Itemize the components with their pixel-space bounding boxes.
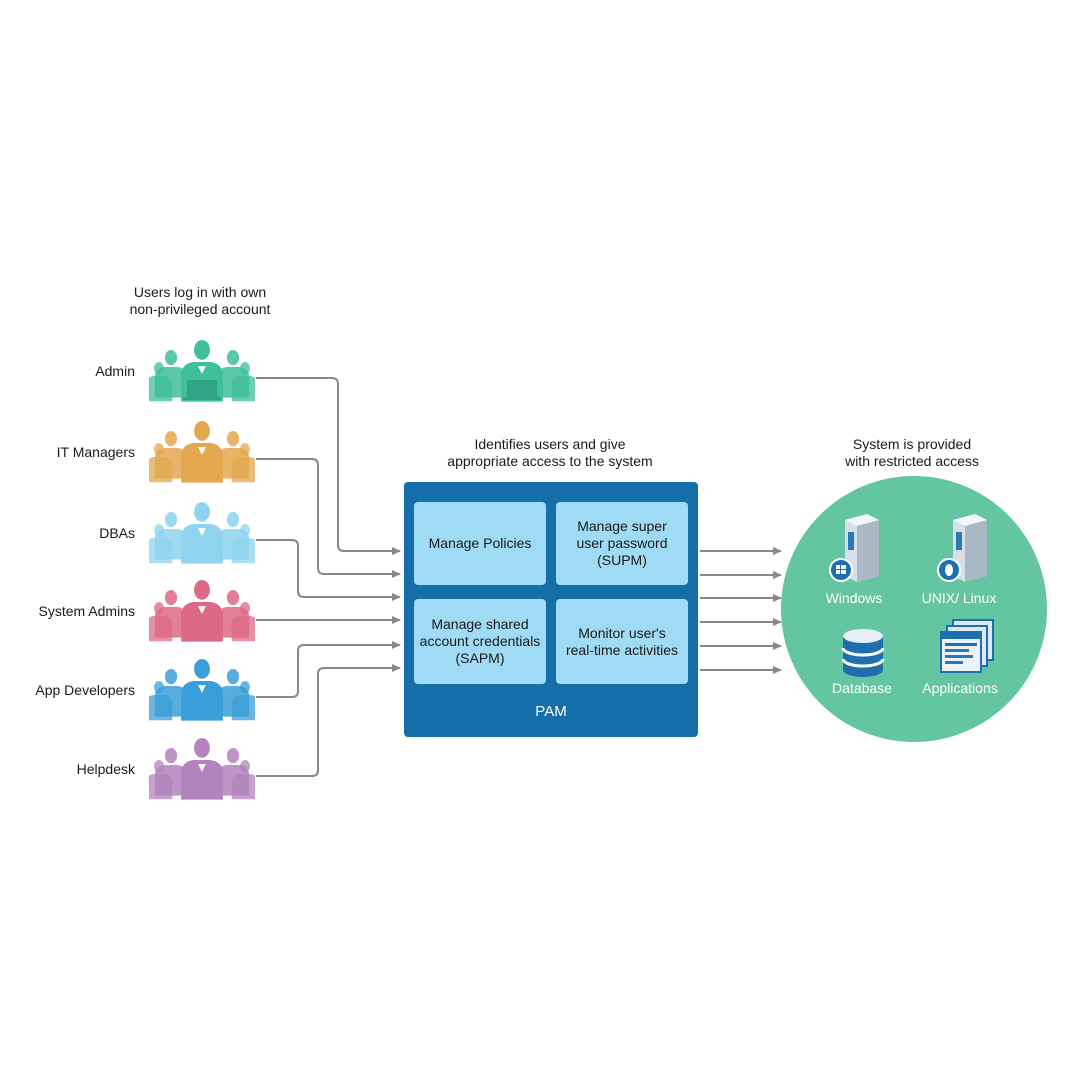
- pam-box: Manage Policies Manage super user passwo…: [404, 482, 698, 737]
- user-group-label: IT Managers: [56, 444, 135, 460]
- connector-line: [256, 458, 401, 578]
- connector-line: [256, 641, 401, 698]
- applications-label: Applications: [922, 680, 998, 696]
- windows-server-icon: [829, 514, 879, 582]
- linux-server-icon: [937, 514, 987, 582]
- user-group-label: Admin: [95, 363, 135, 379]
- helpdesk-group-icon: [149, 738, 255, 800]
- user-group-label: Helpdesk: [76, 761, 135, 777]
- dbas-group-icon: [149, 502, 255, 564]
- pam-caption: Identifies users and give appropriate ac…: [447, 436, 653, 469]
- admin-group-icon: [149, 340, 255, 402]
- systems-circle: Windows UNIX/ Linux Database: [781, 476, 1047, 742]
- manage-policies-cell: Manage Policies: [414, 502, 546, 585]
- system-admins-group-icon: [149, 580, 255, 642]
- supm-cell: Manage super user password (SUPM): [556, 502, 688, 585]
- sapm-cell: Manage shared account credentials (SAPM): [414, 599, 546, 684]
- users-caption: Users log in with own non-privileged acc…: [129, 284, 271, 317]
- it-managers-group-icon: [149, 421, 255, 483]
- applications-icon: [940, 619, 994, 673]
- linux-label: UNIX/ Linux: [921, 590, 997, 606]
- user-group-label: System Admins: [38, 603, 135, 619]
- connector-line: [256, 377, 401, 555]
- app-developers-group-icon: [149, 659, 255, 721]
- system-caption: System is provided with restricted acces…: [845, 436, 979, 469]
- user-group-label: App Developers: [35, 682, 135, 698]
- monitor-cell: Monitor user's real-time activities: [556, 599, 688, 684]
- pam-title: PAM: [535, 703, 567, 720]
- connector-line: [256, 664, 401, 777]
- database-label: Database: [832, 680, 892, 696]
- user-group-label: DBAs: [99, 525, 135, 541]
- connector-line: [256, 539, 401, 601]
- windows-label: Windows: [825, 590, 883, 606]
- database-icon: [841, 629, 885, 677]
